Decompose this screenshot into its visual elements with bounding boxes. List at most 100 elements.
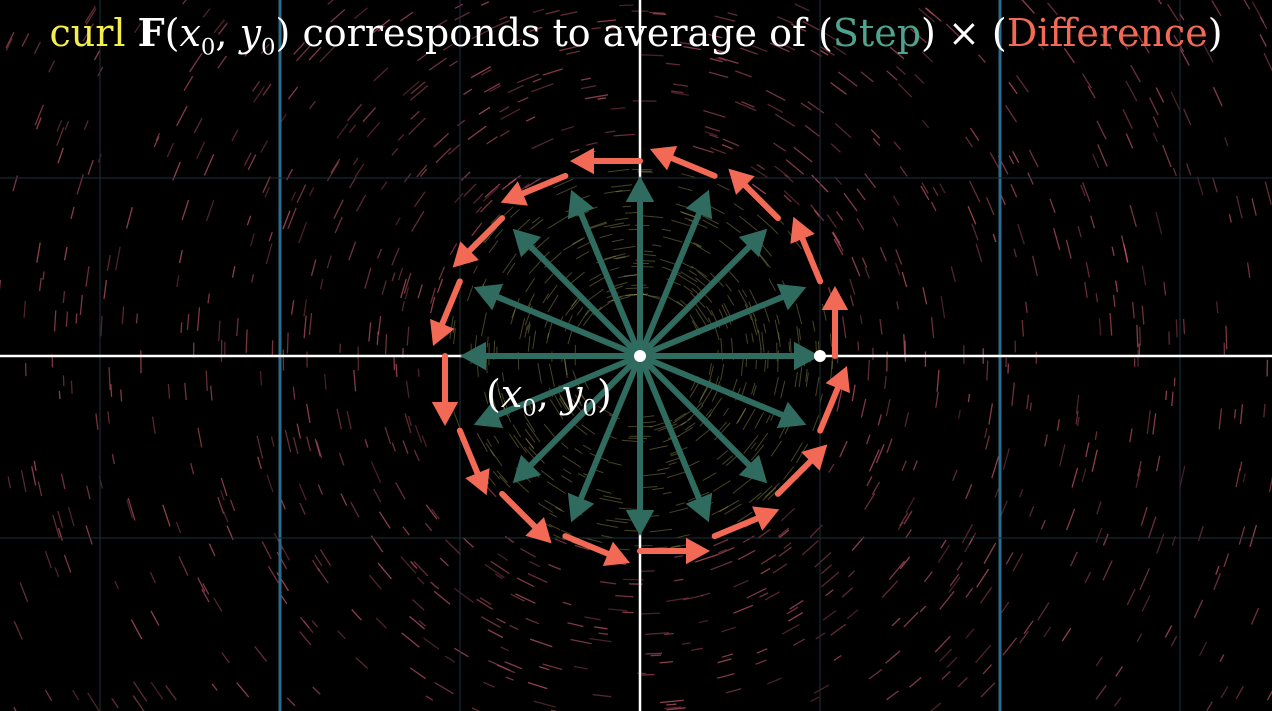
field-streak [377, 562, 392, 580]
field-streak [254, 646, 268, 662]
field-streak [485, 485, 497, 498]
field-streak [716, 57, 727, 62]
field-streak [975, 243, 983, 263]
field-streak [680, 299, 688, 307]
field-streak [150, 681, 164, 700]
field-streak [1120, 38, 1129, 51]
field-streak [1095, 656, 1103, 667]
field-streak [664, 632, 674, 636]
field-streak [286, 697, 296, 707]
field-streak [664, 706, 682, 710]
field-streak [727, 295, 735, 306]
title-formula: curl F(x0, y0) corresponds to average of… [49, 10, 1223, 61]
field-streak [940, 295, 946, 319]
field-streak [524, 446, 536, 460]
field-streak [574, 394, 582, 404]
field-streak [532, 78, 542, 83]
field-streak [380, 181, 388, 190]
field-streak [220, 490, 225, 501]
field-streak [423, 637, 440, 650]
field-streak [1016, 75, 1029, 93]
field-streak [709, 57, 723, 63]
field-streak [244, 40, 258, 57]
field-streak [497, 388, 505, 410]
field-streak [807, 101, 825, 114]
difference-word: Difference [1006, 11, 1208, 55]
field-streak [483, 681, 495, 688]
field-streak [764, 482, 780, 498]
field-streak [894, 262, 901, 276]
field-streak [708, 365, 714, 384]
field-streak [793, 146, 813, 163]
field-streak [473, 265, 478, 274]
field-streak [904, 412, 910, 427]
field-streak [1171, 391, 1174, 407]
field-streak [565, 297, 579, 316]
field-streak [899, 512, 909, 527]
field-streak [67, 506, 75, 527]
field-streak [568, 395, 584, 415]
field-streak [1115, 280, 1119, 293]
field-streak [317, 567, 329, 584]
field-streak [1179, 48, 1190, 66]
field-streak [1019, 630, 1029, 644]
field-streak [442, 43, 453, 51]
field-streak [783, 542, 792, 549]
field-streak [162, 504, 171, 527]
field-streak [691, 265, 708, 278]
field-streak [1013, 248, 1018, 258]
field-streak [348, 241, 357, 261]
field-streak [810, 696, 820, 702]
field-streak [1094, 431, 1098, 441]
field-streak [23, 300, 26, 318]
field-streak [259, 370, 263, 386]
field-streak [314, 438, 321, 457]
field-streak [165, 685, 177, 701]
field-streak [794, 371, 798, 387]
field-streak [478, 106, 491, 115]
field-streak [920, 185, 930, 201]
field-streak [662, 236, 683, 243]
field-streak [708, 33, 723, 39]
field-streak [584, 94, 609, 100]
field-streak [56, 127, 65, 146]
field-streak [605, 519, 628, 524]
field-streak [786, 606, 799, 615]
field-streak [264, 187, 270, 198]
field-streak [460, 171, 471, 181]
field-streak [615, 256, 626, 260]
field-streak [505, 661, 522, 670]
field-streak [410, 110, 420, 120]
field-streak [608, 608, 628, 612]
title-sub-y: 0 [261, 34, 276, 61]
field-streak [395, 217, 401, 226]
field-streak [525, 437, 535, 450]
field-streak [601, 535, 614, 539]
field-streak [562, 455, 582, 468]
field-streak [87, 692, 100, 711]
field-streak [502, 253, 517, 274]
field-streak [466, 285, 474, 302]
field-streak [585, 141, 598, 146]
field-streak [184, 382, 187, 401]
field-streak [490, 560, 510, 575]
field-streak [1212, 177, 1218, 193]
field-streak [114, 580, 119, 590]
field-streak [725, 688, 742, 694]
field-streak [548, 523, 561, 531]
field-streak [290, 300, 295, 315]
field-streak [436, 278, 444, 293]
field-streak [348, 124, 357, 133]
field-streak [531, 138, 554, 150]
field-streak [776, 314, 780, 325]
times-sign: × [947, 11, 980, 55]
field-streak [604, 190, 623, 194]
difference-arrows [430, 146, 850, 566]
difference-arrow [499, 490, 552, 544]
field-streak [717, 421, 728, 433]
field-streak [205, 370, 208, 391]
field-streak [1152, 132, 1158, 143]
field-streak [348, 176, 357, 189]
field-streak [1135, 468, 1142, 488]
title-phrase: corresponds to average of [302, 11, 807, 55]
